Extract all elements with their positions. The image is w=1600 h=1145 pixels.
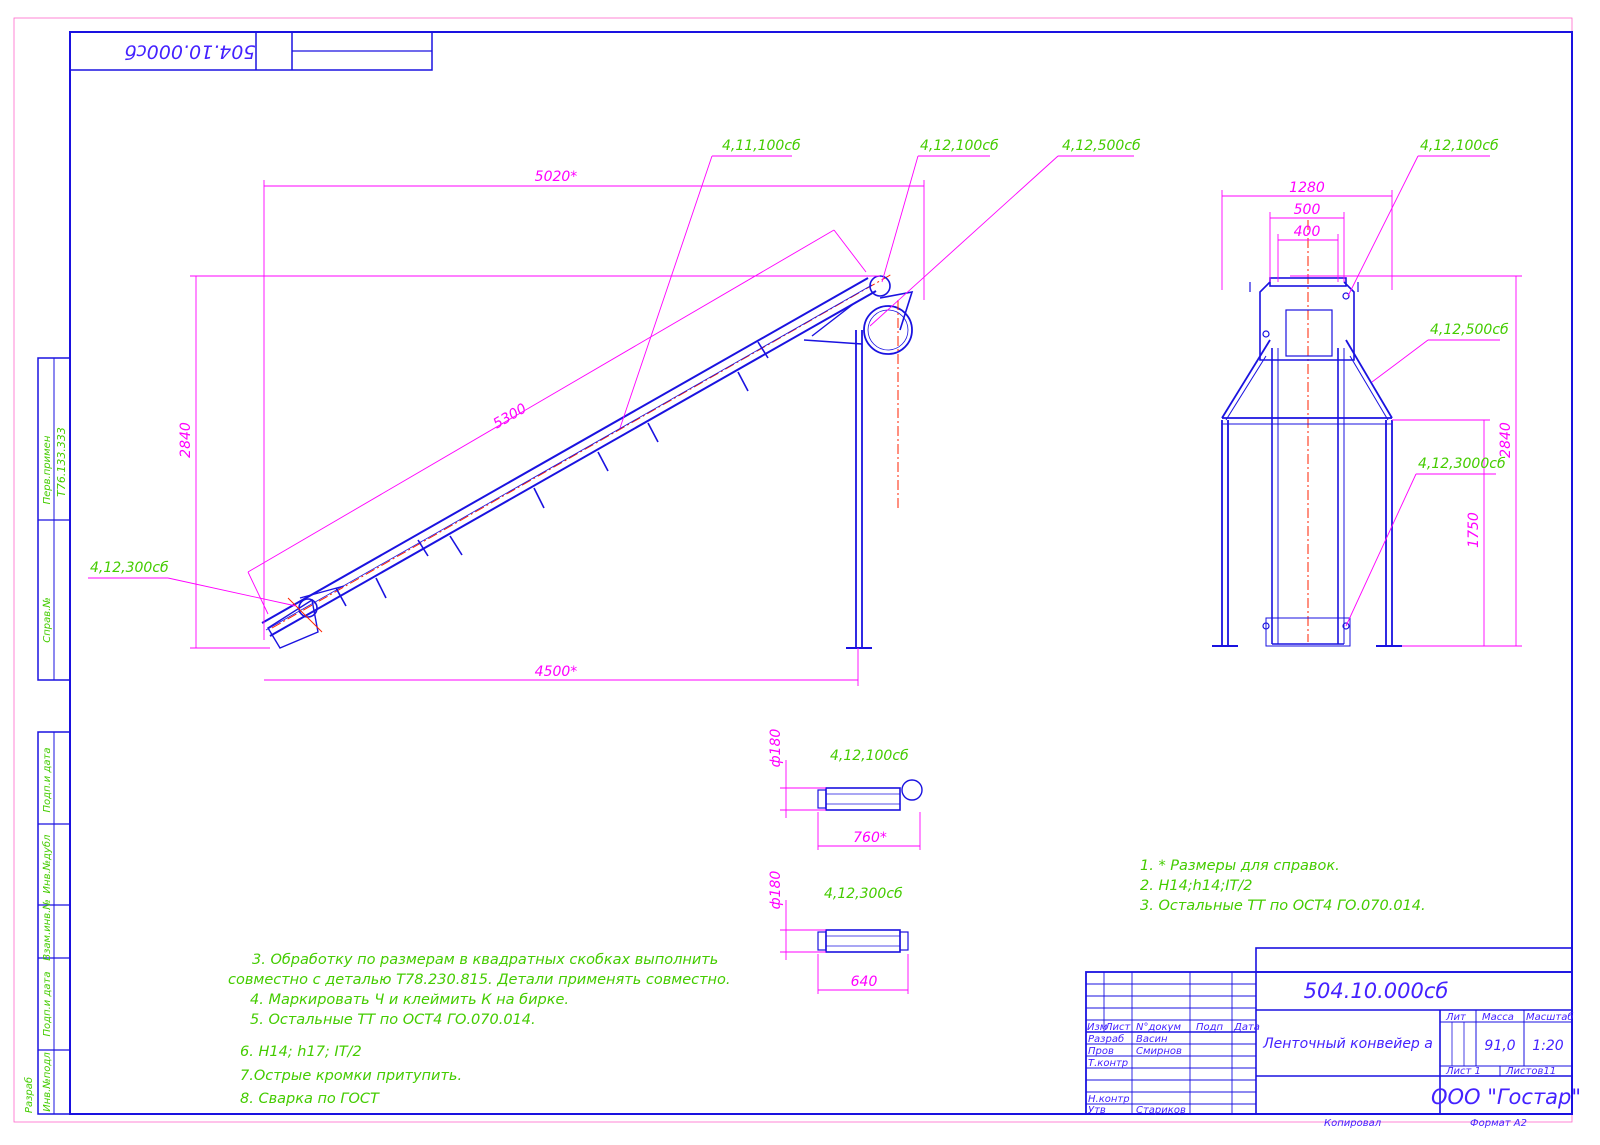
notes-right: 1. * Размеры для справок. 2. H14;h14;IT/…	[1140, 858, 1426, 914]
dim-phi180-b: ф180	[768, 871, 784, 910]
detail-4-12-300: 4,12,300сб ф180 640	[768, 871, 909, 994]
note-left-6: 7.Острые кромки притупить.	[240, 1068, 462, 1084]
tb-list-label: Лист 1	[1445, 1066, 1481, 1077]
strip-podp-data-2: Подп.и дата	[42, 972, 53, 1037]
callout-4-12-100-top: 4,12,100сб	[920, 138, 999, 154]
tb-prov: Пров	[1088, 1046, 1114, 1057]
strip-inv-podl: Инв.№подл	[42, 1052, 53, 1112]
strip-razrab-outer: Разраб	[23, 1077, 35, 1113]
tb-podp: Подп	[1196, 1022, 1224, 1033]
dim-2840-right: 2840	[1498, 422, 1514, 458]
detail-4-12-300-label: 4,12,300сб	[824, 886, 903, 902]
tb-doc-code: 504.10.000сб	[1304, 979, 1449, 1003]
dim-1750: 1750	[1466, 512, 1482, 548]
callout-4-12-3000: 4,12,3000сб	[1418, 456, 1506, 472]
dim-400: 400	[1294, 224, 1321, 240]
strip-sprav-label: Справ.№	[42, 597, 53, 642]
front-view-dimensions: 1280 500 400 2840 1750	[1221, 180, 1522, 647]
stamp-code: 504.10.000сб	[124, 41, 255, 63]
note-left-5: 6. H14; h17; IT/2	[240, 1044, 362, 1060]
dim-760: 760*	[853, 830, 887, 846]
strip-inv-dubl: Инв.№дубл	[41, 834, 53, 893]
dim-5020: 5020*	[535, 169, 578, 185]
top-stamp: 504.10.000сб	[69, 31, 433, 71]
left-strip: Перв.примен Т76.133.333 Справ.№ Подп.и д…	[23, 357, 71, 1115]
dim-2840-left: 2840	[178, 422, 194, 458]
detail-4-12-100-label: 4,12,100сб	[830, 748, 909, 764]
tb-data: Дата	[1233, 1022, 1260, 1033]
note-right-2: 2. H14;h14;IT/2	[1140, 878, 1252, 894]
callout-4-12-500-top: 4,12,500сб	[1062, 138, 1141, 154]
side-view-dimensions: 5020* 2840 4500* 5300	[178, 169, 925, 686]
tb-masshtab-value: 1:20	[1532, 1038, 1564, 1054]
dim-1280: 1280	[1289, 180, 1325, 196]
note-left-2: совместно с деталью Т78.230.815. Детали …	[228, 972, 731, 988]
dim-640: 640	[851, 974, 878, 990]
tb-prov-name: Смирнов	[1136, 1046, 1182, 1057]
tb-n-dokum: N°докум	[1136, 1022, 1181, 1033]
note-right-1: 1. * Размеры для справок.	[1140, 858, 1340, 874]
notes-left: 3. Обработку по размерам в квадратных ск…	[228, 952, 731, 1107]
tb-kopiroval: Копировал	[1324, 1118, 1382, 1129]
tb-list: Лист	[1104, 1022, 1132, 1033]
note-left-3: 4. Маркировать Ч и клеймить К на бирке.	[250, 992, 569, 1008]
note-left-1: 3. Обработку по размерам в квадратных ск…	[252, 952, 718, 968]
callout-4-12-300-left: 4,12,300сб	[90, 560, 169, 576]
side-view-callouts: 4,11,100сб 4,12,100сб 4,12,500сб 4,12,30…	[88, 138, 1141, 607]
strip-vzam-inv: Взам.инв.№	[42, 899, 53, 961]
tb-tkontr: Т.контр	[1088, 1058, 1128, 1069]
tb-izm: Изм	[1087, 1022, 1108, 1033]
tb-nkontr: Н.контр	[1088, 1094, 1130, 1105]
tb-format: Формат А2	[1470, 1118, 1527, 1129]
detail-4-12-100: 4,12,100сб ф180 760*	[768, 729, 923, 850]
dim-5300: 5300	[491, 401, 530, 433]
note-left-4: 5. Остальные ТТ по ОСТ4 ГО.070.014.	[250, 1012, 536, 1028]
note-left-7: 8. Сварка по ГОСТ	[240, 1091, 380, 1107]
note-right-3: 3. Остальные ТТ по ОСТ4 ГО.070.014.	[1140, 898, 1426, 914]
front-view-callouts: 4,12,100сб 4,12,500сб 4,12,3000сб	[1345, 138, 1509, 627]
tb-masshtab: Масштаб	[1526, 1011, 1574, 1023]
belt-lower	[269, 290, 877, 637]
callout-4-11-100: 4,11,100сб	[722, 138, 801, 154]
dim-phi180-a: ф180	[768, 729, 784, 768]
tb-lit: Лит	[1445, 1012, 1467, 1023]
tb-massa: Масса	[1482, 1012, 1514, 1023]
strip-perv-primen-label: Перв.примен	[42, 435, 53, 504]
title-block: Изм Лист N°докум Подп Дата Разраб Васин …	[1085, 947, 1581, 1129]
callout-4-12-100-right: 4,12,100сб	[1420, 138, 1499, 154]
side-view-conveyor	[261, 273, 914, 649]
conveyor-axis	[271, 273, 893, 629]
tb-listov: Листов11	[1505, 1066, 1556, 1077]
tb-utv: Утв	[1088, 1105, 1106, 1116]
dim-500: 500	[1294, 202, 1321, 218]
tb-razrab-name: Васин	[1136, 1034, 1168, 1045]
tb-utv-name: Стариков	[1136, 1105, 1186, 1116]
head-drum	[863, 305, 913, 355]
tb-company: ООО "Гостар"	[1431, 1085, 1581, 1109]
tb-title: Ленточный конвейер а	[1262, 1036, 1433, 1052]
belt-upper	[261, 277, 869, 624]
callout-4-12-500-right: 4,12,500сб	[1430, 322, 1509, 338]
dim-4500: 4500*	[535, 664, 578, 680]
tb-razrab: Разраб	[1088, 1033, 1124, 1045]
front-view-conveyor	[1212, 220, 1402, 647]
strip-podp-data-1: Подп.и дата	[42, 748, 53, 813]
tb-massa-value: 91,0	[1484, 1038, 1515, 1054]
strip-perv-primen-value: Т76.133.333	[55, 427, 68, 497]
